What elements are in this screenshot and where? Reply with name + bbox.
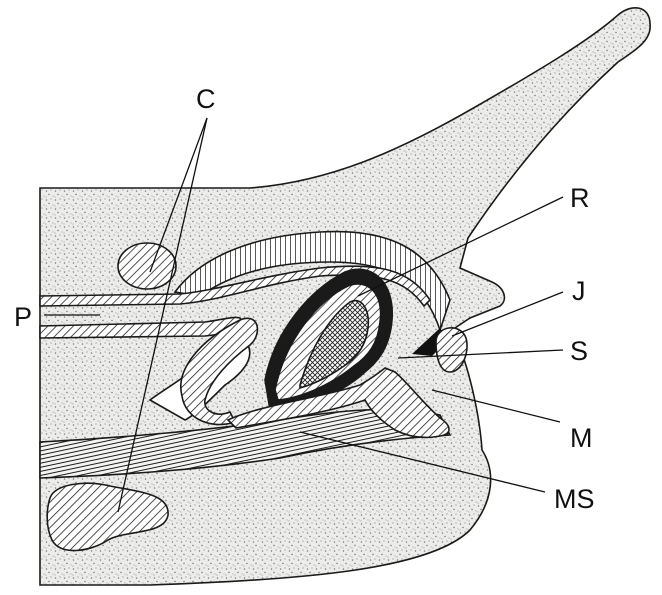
label-r: R [570,183,590,213]
label-j: J [572,276,586,306]
label-s: S [570,336,588,366]
label-ms: MS [554,484,595,514]
label-p: P [14,302,32,332]
structure-c-upper [118,243,176,289]
label-c: C [196,84,216,114]
label-m: M [570,423,593,453]
